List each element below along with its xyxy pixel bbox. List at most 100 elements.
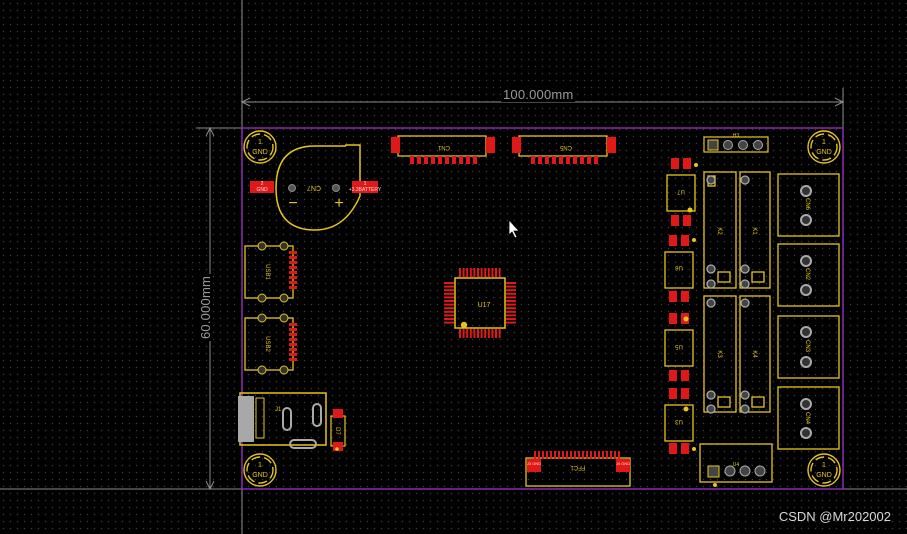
bat-pin2-net: GND (256, 187, 268, 193)
chip-pin (444, 285, 454, 288)
chip-pin (491, 329, 494, 338)
terminal-cn6[interactable]: CN6 (777, 173, 840, 237)
hole-pin-label: 1 (822, 462, 826, 469)
ffc-pin (618, 451, 620, 459)
chip-pin (506, 285, 516, 288)
ffc-pin (578, 451, 580, 459)
chip-pin (444, 307, 454, 310)
relay-k1[interactable]: K1 (739, 171, 771, 289)
j1-label: J1 (275, 407, 282, 413)
cn3-label: CN3 (804, 340, 810, 353)
cn6-label: CN6 (804, 198, 810, 211)
ffc-pin (586, 451, 588, 459)
chip-pin (506, 296, 516, 299)
ic-u6[interactable]: U6 (664, 235, 696, 302)
ffc-pin (542, 451, 544, 459)
bat-minus-sign: − (288, 195, 297, 212)
chip-pin (480, 268, 483, 277)
chip-pin (477, 329, 479, 338)
ffc-pin (590, 451, 592, 459)
ffc1-label: FFC1 (570, 464, 586, 470)
d7-label: D7 (334, 427, 340, 435)
bat-plus-sign: + (334, 195, 343, 212)
hole-gnd-label: GND (252, 149, 268, 156)
chip-pin (491, 268, 494, 277)
k2-label: K2 (716, 227, 722, 235)
chip-pin (473, 268, 476, 277)
cn4-label: CN4 (804, 412, 810, 425)
hole-gnd-label: GND (252, 472, 268, 479)
ffc-connector[interactable]: FFC1 J3 GND J4 GND (525, 451, 631, 487)
terminal-cn4[interactable]: CN4 (777, 386, 840, 450)
terminal-cn3[interactable]: CN3 (777, 315, 840, 379)
bat-label: CN7 (307, 184, 321, 191)
chip-pin (466, 268, 469, 277)
cn1-label: CN1 (437, 144, 450, 150)
ffc-left-pad-label: J3 GND (527, 461, 541, 466)
chip-u17[interactable]: U17 (444, 268, 516, 338)
chip-pin (506, 292, 516, 295)
ic-u3[interactable]: U3 (664, 388, 696, 454)
relay-k4[interactable]: K4 (739, 295, 771, 414)
cn5-label: CN5 (559, 144, 572, 150)
mouse-cursor-icon (508, 218, 520, 239)
ffc-pin (534, 451, 536, 459)
chip-pin (444, 310, 454, 313)
battery-holder[interactable]: 2 GND 1 +3.3BATTERY CN7 − + (250, 144, 382, 231)
hole-gnd-label: GND (816, 472, 832, 479)
power-jack-j1[interactable]: J1 (238, 392, 327, 449)
h3-label: H3 (733, 133, 740, 139)
chip-pin (444, 292, 454, 295)
usb1-connector[interactable]: USB1 (244, 241, 297, 303)
chip-pin (444, 314, 454, 317)
mounting-hole-icon[interactable] (243, 130, 277, 164)
header-h3[interactable]: H3 (703, 133, 769, 153)
relay-k3[interactable]: K3 (703, 295, 737, 414)
chip-pin (459, 329, 461, 338)
ic-u7[interactable]: U7 (666, 158, 698, 226)
k3-label: K3 (716, 350, 722, 358)
chip-pin (444, 321, 454, 324)
chip-pin (459, 268, 461, 277)
u3-label: U3 (675, 418, 683, 424)
u7-label: U7 (677, 188, 685, 194)
connector-cn1[interactable]: CN1 (391, 135, 495, 164)
hole-pin-label: 1 (258, 139, 262, 146)
chip-pin (466, 329, 469, 338)
mounting-hole-icon[interactable] (243, 453, 277, 487)
ffc-pin (546, 451, 548, 459)
chip-pin (462, 268, 465, 277)
header-u4[interactable]: U4 (699, 443, 773, 487)
chip-pin (495, 329, 497, 338)
u6-label: U6 (675, 264, 683, 270)
chip-pin (506, 300, 516, 302)
ffc-pin (594, 451, 596, 459)
chip-pin (444, 289, 454, 292)
u17-label: U17 (478, 302, 491, 309)
ffc-pin (570, 451, 572, 459)
width-dimension-label: 100.000mm (501, 87, 576, 102)
chip-pin (480, 329, 483, 338)
cn2-label: CN2 (804, 268, 810, 281)
diode-d7[interactable]: D7 (330, 409, 346, 451)
terminal-cn2[interactable]: CN2 (777, 243, 840, 307)
relay-k2[interactable]: K2 (703, 171, 737, 289)
hole-gnd-label: GND (816, 149, 832, 156)
bat-pin1-num: 1 (364, 181, 367, 187)
mounting-hole-icon[interactable] (807, 453, 841, 487)
chip-pin (444, 318, 454, 320)
chip-pin (506, 282, 516, 284)
ffc-pin (558, 451, 560, 459)
hole-pin-label: 1 (822, 139, 826, 146)
u4-label: U4 (733, 462, 740, 468)
chip-pin (506, 307, 516, 310)
chip-pin (462, 329, 465, 338)
mounting-hole-icon[interactable] (807, 130, 841, 164)
usb1-label: USB1 (264, 264, 270, 280)
connector-cn5[interactable]: CN5 (512, 135, 616, 164)
usb2-connector[interactable]: USB2 (244, 313, 297, 375)
chip-pin (498, 329, 501, 338)
ic-u5[interactable]: U5 (664, 313, 694, 381)
